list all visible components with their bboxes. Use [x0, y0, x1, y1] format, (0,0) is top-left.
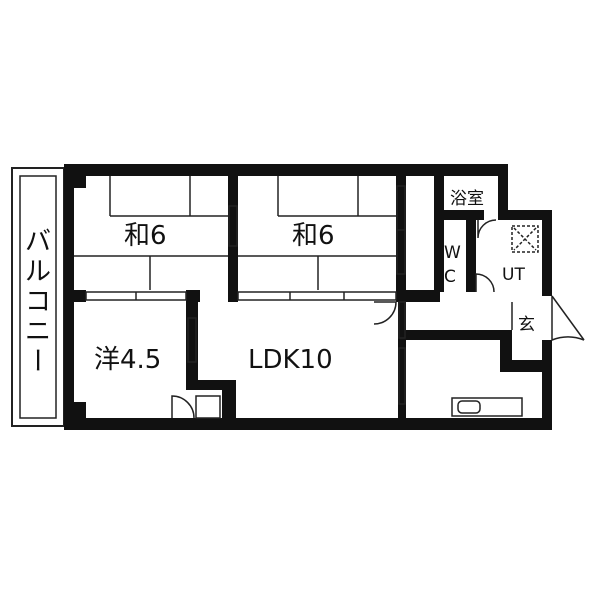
room-label-entrance: 玄	[518, 315, 535, 335]
balcony-char-4: ニ	[25, 317, 51, 347]
balcony-label: バ ル コ ニ ー	[21, 227, 51, 373]
balcony-char-3: コ	[25, 287, 51, 317]
balcony-char-5: ー	[21, 347, 51, 373]
swing-doors	[171, 219, 585, 419]
room-label-wc-w: W	[444, 243, 461, 263]
balcony-char-1: バ	[25, 227, 51, 257]
room-label-wc-c: C	[444, 267, 456, 287]
room-label-washitsu-right: 和6	[292, 221, 335, 251]
balcony-char-2: ル	[25, 257, 51, 287]
fixtures	[451, 225, 539, 417]
room-label-washitsu-left: 和6	[124, 221, 167, 251]
room-label-youshitsu: 洋4.5	[94, 345, 161, 375]
room-label-ldk: LDK10	[248, 345, 333, 375]
interior-walls	[74, 176, 512, 418]
sliding-doors	[85, 185, 406, 405]
room-label-ut: UT	[502, 265, 525, 285]
exterior-walls	[64, 164, 552, 430]
tatami-lines	[74, 176, 396, 290]
room-label-bath: 浴室	[450, 189, 484, 209]
